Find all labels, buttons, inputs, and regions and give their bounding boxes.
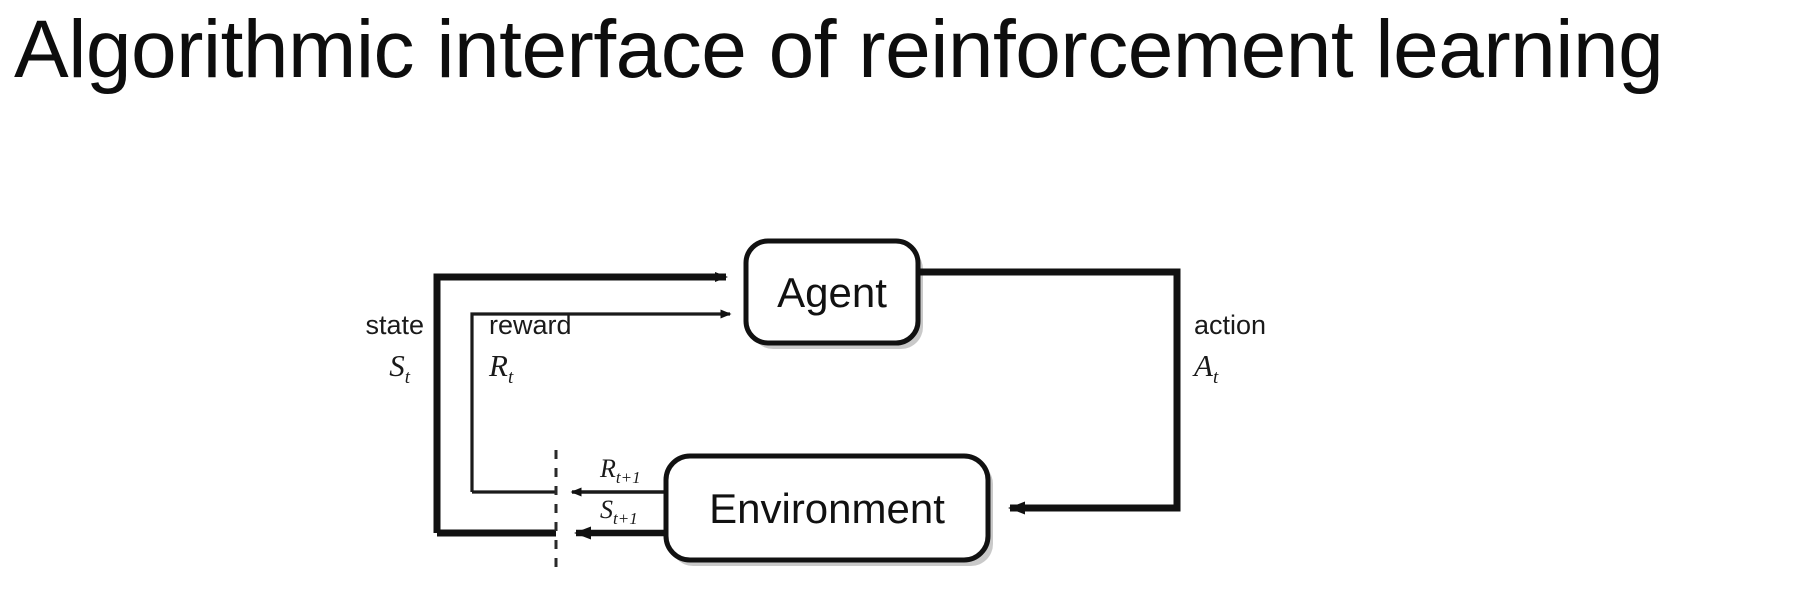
environment-label: Environment	[709, 485, 945, 532]
edge-state-loop	[433, 272, 728, 537]
agent-label: Agent	[777, 269, 887, 316]
state-word-label: state	[365, 310, 424, 340]
label-state: state St	[365, 310, 424, 388]
action-arrow-to-environment	[918, 268, 1181, 515]
state-symbol-label: St	[389, 348, 411, 388]
action-symbol-glyph: A	[1192, 348, 1214, 383]
action-subscript-glyph: t	[1213, 367, 1219, 388]
state-symbol-glyph: S	[389, 348, 405, 383]
reward-symbol-glyph: R	[488, 348, 508, 383]
state-arrow-to-agent	[433, 272, 728, 533]
action-word-label: action	[1194, 310, 1266, 340]
page-title: Algorithmic interface of reinforcement l…	[14, 4, 1664, 95]
next-reward-symbol-label: Rt+1	[599, 454, 641, 487]
agent-box[interactable]	[743, 238, 921, 346]
action-symbol-label: At	[1192, 348, 1219, 388]
reward-word-label: reward	[489, 310, 572, 340]
next-state-symbol-label: St+1	[600, 495, 638, 528]
label-next-reward: Rt+1	[599, 454, 641, 487]
node-agent[interactable]: Agent	[743, 238, 921, 346]
next-state-subscript-glyph: t+1	[613, 509, 638, 528]
label-reward: reward Rt	[488, 310, 572, 388]
label-next-state: St+1	[600, 495, 638, 528]
next-state-symbol-glyph: S	[600, 495, 613, 524]
edge-action-loop	[918, 268, 1181, 515]
edge-reward-loop	[470, 309, 732, 494]
reward-arrow-to-agent	[470, 309, 732, 492]
environment-box[interactable]	[663, 453, 991, 563]
next-reward-subscript-glyph: t+1	[616, 468, 641, 487]
node-environment[interactable]: Environment	[663, 453, 991, 563]
state-subscript-glyph: t	[405, 367, 411, 388]
next-reward-symbol-glyph: R	[599, 454, 616, 483]
reward-symbol-label: Rt	[488, 348, 514, 388]
label-action: action At	[1192, 310, 1266, 388]
reward-subscript-glyph: t	[508, 367, 514, 388]
